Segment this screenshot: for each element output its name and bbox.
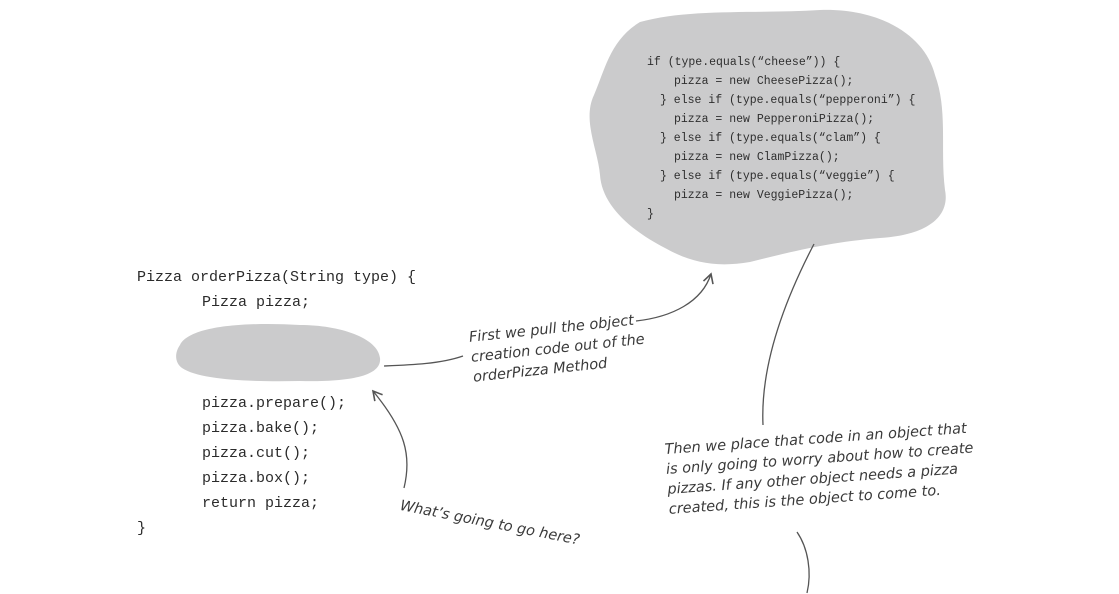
- pull-out-arrow: [635, 272, 714, 322]
- placeholder-blob: [176, 324, 381, 382]
- blob-code-line: }: [647, 208, 654, 221]
- blob-code-line: pizza = new ClamPizza();: [674, 151, 840, 164]
- blob-code-line: pizza = new CheesePizza();: [674, 75, 854, 88]
- code-line-closing-brace: }: [137, 520, 147, 537]
- code-line-signature: Pizza orderPizza(String type) {: [137, 269, 417, 286]
- code-line-box: pizza.box();: [202, 470, 311, 487]
- placeholder-question-arrow: [371, 389, 408, 489]
- code-line-prepare: pizza.prepare();: [202, 395, 347, 412]
- blob-code-line: if (type.equals(“cheese”)) {: [647, 56, 841, 69]
- code-line-bake: pizza.bake();: [202, 420, 320, 437]
- blob-code-line: } else if (type.equals(“pepperoni”) {: [660, 94, 916, 107]
- extracted-code-blob: [589, 9, 946, 265]
- pull-out-connector-line: [383, 355, 464, 367]
- factory-connector-line: [762, 243, 815, 426]
- code-line-return: return pizza;: [202, 495, 320, 512]
- code-line-cut: pizza.cut();: [202, 445, 311, 462]
- blob-code-line: } else if (type.equals(“veggie”) {: [660, 170, 895, 183]
- blob-code-line: pizza = new PepperoniPizza();: [674, 113, 875, 126]
- blob-code-line: pizza = new VeggiePizza();: [674, 189, 854, 202]
- blob-code-line: } else if (type.equals(“clam”) {: [660, 132, 881, 145]
- code-line-declaration: Pizza pizza;: [202, 294, 311, 311]
- factory-continuation-line: [796, 531, 810, 594]
